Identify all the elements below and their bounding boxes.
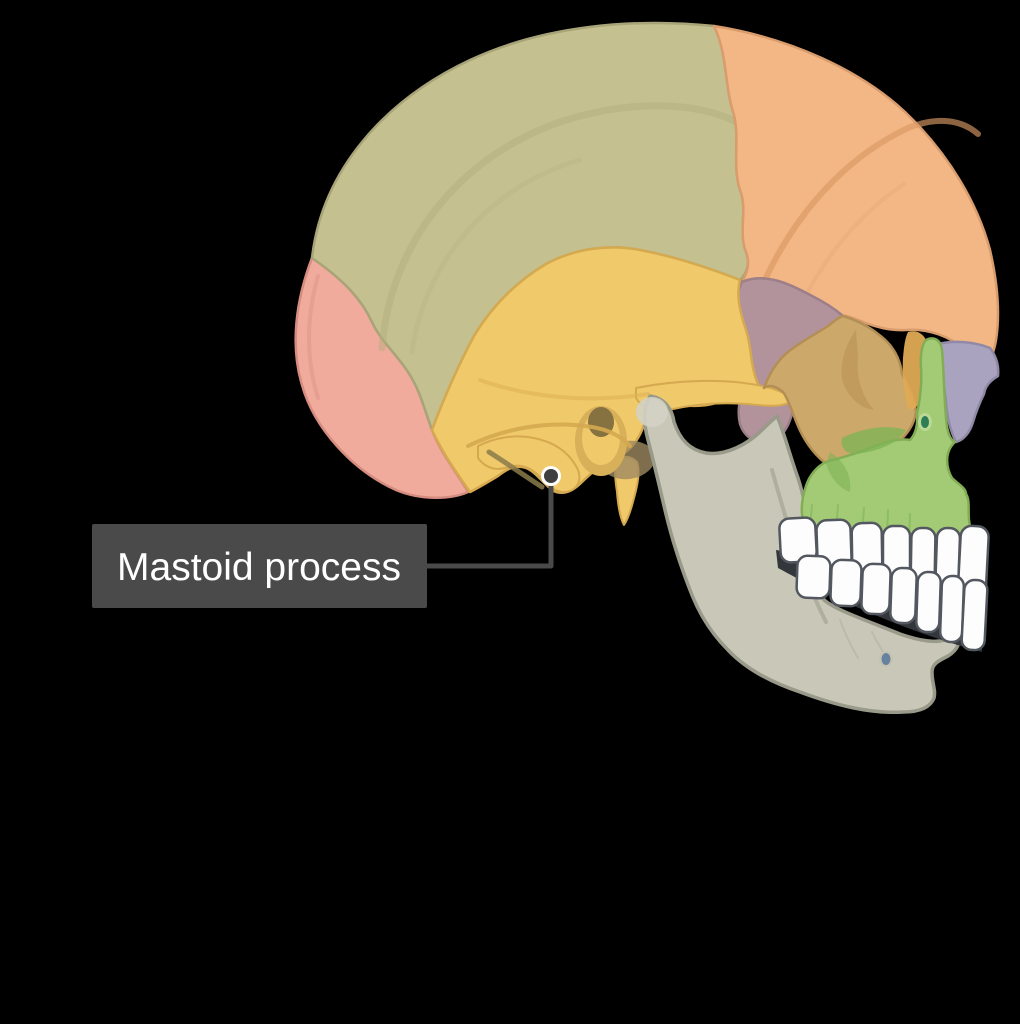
marker-dot[interactable] <box>544 469 558 483</box>
label-box[interactable] <box>92 524 427 608</box>
tooth <box>960 578 989 652</box>
tooth <box>795 554 832 600</box>
mastoid-notch-line <box>486 449 545 490</box>
tooth <box>915 570 942 634</box>
zygomaticomaxillary-shadow <box>826 452 851 492</box>
mandibular-condyle-highlight <box>636 397 668 427</box>
maxilla-orbit-floor-band <box>841 427 906 454</box>
mandible-striation-1 <box>839 619 859 659</box>
orbit-shadow-crescent <box>841 330 874 410</box>
frontal-bone <box>712 24 1000 364</box>
occipital-inner-shading <box>307 274 320 400</box>
tooth <box>829 558 863 608</box>
tooth <box>889 566 918 625</box>
frontal-temporal-line-arc <box>753 117 981 303</box>
infraorbital-foramen <box>921 416 929 428</box>
tooth <box>938 574 966 644</box>
leader-line <box>424 473 554 569</box>
lower-teeth <box>795 554 989 652</box>
supramastoid-crest-line <box>466 422 632 448</box>
label-text: Mastoid process <box>117 546 401 589</box>
tooth <box>860 562 892 616</box>
mental-foramen <box>881 653 891 665</box>
parietal-temporal-line-arc <box>378 102 752 352</box>
temporal-squama-arc <box>478 378 650 401</box>
parietal-inner-arc <box>409 157 583 355</box>
